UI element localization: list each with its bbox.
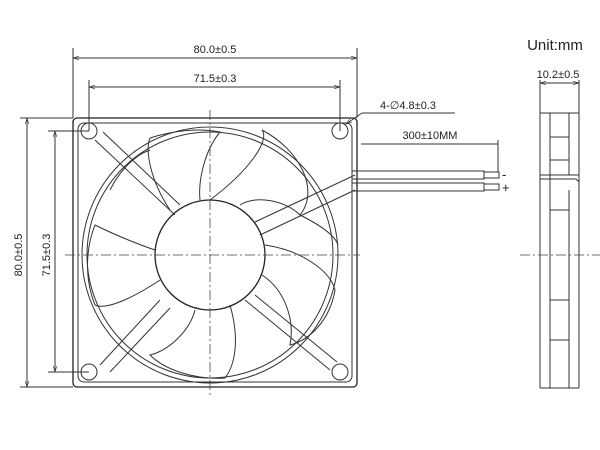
wire-negative-label: - <box>502 167 506 182</box>
width-dimensions <box>73 48 357 131</box>
mounting-holes <box>80 122 349 381</box>
cable-length-label: 300±10MM <box>403 130 458 142</box>
outer-height-label: 80.0±0.5 <box>13 234 25 277</box>
hole-spacing-width-label: 71.5±0.3 <box>194 73 237 85</box>
fan-blades <box>87 129 339 379</box>
wire-positive-label: + <box>502 180 510 195</box>
unit-label: Unit:mm <box>527 37 583 54</box>
height-dimensions <box>20 118 89 387</box>
mounting-holes-label: 4-∅4.8±0.3 <box>380 100 436 112</box>
fan-front-view <box>65 110 360 395</box>
cable <box>351 140 500 192</box>
side-view <box>520 80 600 389</box>
outer-width-label: 80.0±0.5 <box>194 44 237 56</box>
hole-callout <box>346 112 455 124</box>
support-struts <box>94 131 356 373</box>
hole-spacing-height-label: 71.5±0.3 <box>41 234 53 277</box>
thickness-label: 10.2±0.5 <box>537 69 580 81</box>
